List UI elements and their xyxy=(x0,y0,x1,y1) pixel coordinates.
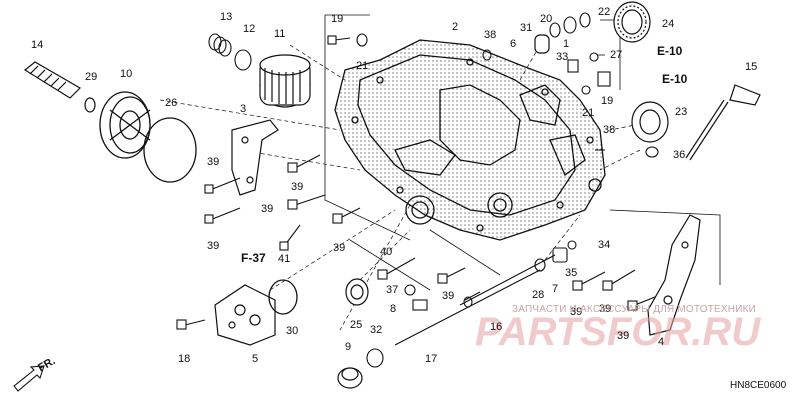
o-ring-30 xyxy=(268,279,298,315)
washers xyxy=(356,33,659,368)
part-label-39-6: 39 xyxy=(442,290,454,302)
part-label-10: 10 xyxy=(120,68,132,80)
part-label-34: 34 xyxy=(598,239,610,251)
part-label-3: 3 xyxy=(240,103,246,115)
part-label-8: 8 xyxy=(390,303,396,315)
part-label-14: 14 xyxy=(31,39,43,51)
part-label-39-2: 39 xyxy=(207,240,219,252)
part-label-39-3: 39 xyxy=(291,181,303,193)
plug-35 xyxy=(552,247,568,263)
part-label-11: 11 xyxy=(274,28,285,40)
part-label-13: 13 xyxy=(220,11,232,23)
part-label-38: 38 xyxy=(484,29,496,41)
part-label-30: 30 xyxy=(286,325,298,337)
part-label-21: 21 xyxy=(356,60,368,72)
part-label-19: 19 xyxy=(331,13,343,25)
long-bolts-16-17 xyxy=(394,254,556,346)
spring-13 xyxy=(208,33,252,71)
part-label-28: 28 xyxy=(532,289,544,301)
part-label-15: 15 xyxy=(745,61,757,73)
dipstick-15 xyxy=(685,84,761,161)
part-label-7: 7 xyxy=(552,283,558,295)
part-label-26: 26 xyxy=(165,97,177,109)
part-label-38-2: 38 xyxy=(603,124,615,136)
oil-strainer-14 xyxy=(23,61,81,99)
drain-bolt-8 xyxy=(412,299,428,311)
part-label-31: 31 xyxy=(520,22,532,34)
part-label-39-4: 39 xyxy=(261,203,273,215)
part-label-22: 22 xyxy=(598,6,610,18)
part-label-39-5: 39 xyxy=(333,242,345,254)
part-label-35: 35 xyxy=(565,267,577,279)
part-label-20: 20 xyxy=(540,13,552,25)
small-rings-20-22 xyxy=(549,12,591,38)
part-label-12: 12 xyxy=(243,23,255,35)
part-label-2: 2 xyxy=(452,21,458,33)
part-label-36: 36 xyxy=(673,149,685,161)
part-label-39: 39 xyxy=(207,156,219,168)
part-label-18: 18 xyxy=(178,353,190,365)
o-ring-29 xyxy=(84,97,96,113)
cap-10 xyxy=(99,91,151,159)
part-label-9: 9 xyxy=(345,341,351,353)
diagram-code: HN8CE0600 xyxy=(730,380,787,391)
part-number-labels: 1234567891011121314151617181919202121222… xyxy=(31,6,757,365)
part-label-32: 32 xyxy=(370,324,382,336)
part-label-29: 29 xyxy=(85,71,97,83)
part-label-40: 40 xyxy=(380,246,392,258)
reference-label-f-37-3: F-37 xyxy=(241,251,266,265)
oil-pump-5 xyxy=(214,284,276,346)
part-label-24: 24 xyxy=(662,18,674,30)
collar-31 xyxy=(534,34,550,54)
part-label-41: 41 xyxy=(278,253,290,265)
watermark-logo: PARTSFOR.RU xyxy=(475,310,761,354)
reference-label-e-10-2: E-10 xyxy=(662,72,688,86)
part-label-39-8: 39 xyxy=(599,303,611,315)
o-ring-26 xyxy=(143,117,197,183)
part-label-37: 37 xyxy=(386,284,398,296)
seal-25 xyxy=(345,278,369,306)
watermark-caption: ЗАПЧАСТИ И АКСЕССУАРЫ ДЛЯ МОТОТЕХНИКИ xyxy=(512,304,757,315)
part-label-4: 4 xyxy=(658,336,664,348)
assembly-leader-lines xyxy=(324,14,721,291)
front-direction-arrow xyxy=(13,365,45,392)
oil-filter-11 xyxy=(259,54,311,108)
bearing-24 xyxy=(613,1,651,43)
bearing-23 xyxy=(631,101,669,143)
part-label-33: 33 xyxy=(556,51,568,63)
part-label-17: 17 xyxy=(425,353,437,365)
part-label-5: 5 xyxy=(252,353,258,365)
watermark: PARTSFOR.RU xyxy=(475,310,761,354)
reference-label-e-10-1: E-10 xyxy=(657,44,683,58)
part-label-27: 27 xyxy=(610,49,622,61)
part-label-39-9: 39 xyxy=(617,330,629,342)
part-label-21-2: 21 xyxy=(582,107,594,119)
bracket-3 xyxy=(231,119,279,196)
part-label-25: 25 xyxy=(350,319,362,331)
bracket-4 xyxy=(647,214,701,336)
cap-9 xyxy=(337,367,363,389)
bolts xyxy=(176,35,661,330)
part-label-39-7: 39 xyxy=(570,306,582,318)
part-label-23: 23 xyxy=(675,106,687,118)
part-label-1: 1 xyxy=(563,38,569,50)
part-label-19-2: 19 xyxy=(601,95,613,107)
part-label-16: 16 xyxy=(490,321,502,333)
crankcase-cover-drawing xyxy=(334,39,606,241)
part-label-6: 6 xyxy=(510,38,516,50)
valve-parts-27-33 xyxy=(567,52,611,95)
